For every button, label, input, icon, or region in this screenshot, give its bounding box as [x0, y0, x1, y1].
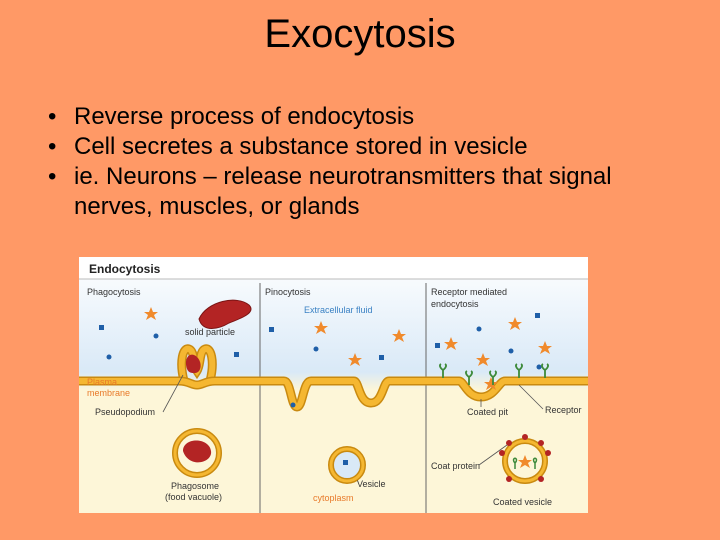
pseudopodium-pointer	[162, 374, 184, 413]
cytoplasm-label: cytoplasm	[313, 493, 354, 503]
coat-protein	[538, 440, 544, 446]
molecule-star	[348, 353, 362, 366]
molecule-dot	[476, 326, 482, 332]
molecule-square	[535, 313, 540, 318]
coat-protein-pointer	[478, 444, 508, 466]
phagosome-label-line1: Phagosome	[171, 481, 219, 491]
receptor	[465, 370, 473, 385]
molecule-square	[343, 460, 348, 465]
header-band	[79, 257, 588, 279]
bullet-text: Cell secretes a substance stored in vesi…	[74, 133, 528, 160]
section-title-receptor-line2: endocytosis	[431, 299, 479, 309]
molecule-star	[392, 329, 406, 342]
coat-protein	[545, 450, 551, 456]
coat-protein	[499, 450, 505, 456]
vesicle-inner-ring	[329, 447, 365, 483]
coated-vesicle-inner-ring	[503, 439, 547, 483]
molecule-square	[269, 327, 274, 332]
coat-protein-label: Coat protein	[431, 461, 480, 471]
section-title-phagocytosis: Phagocytosis	[87, 287, 141, 297]
molecule-star	[508, 317, 522, 330]
phagosome-particle	[183, 440, 212, 463]
molecule-star	[444, 337, 458, 350]
receptor	[541, 363, 549, 378]
receptor	[515, 363, 523, 378]
vesicle-label: Vesicle	[357, 479, 386, 489]
bullet-list: • Reverse process of endocytosis • Cell …	[48, 102, 688, 222]
molecule-square	[435, 343, 440, 348]
molecule-square	[99, 325, 104, 330]
molecule-star	[144, 307, 158, 320]
bullet-marker: •	[48, 163, 57, 190]
solid-particle-label: solid particle	[185, 327, 235, 337]
molecule-star	[476, 353, 490, 366]
receptor-pointer	[518, 384, 544, 410]
endocytosis-diagram-svg: Endocytosis Phagocytosis Pinocytosis Rec…	[79, 257, 588, 513]
phagosome-inner-ring	[173, 429, 221, 477]
bullet-text: Reverse process of endocytosis	[74, 103, 415, 130]
molecule-square	[234, 352, 239, 357]
bullet-marker: •	[48, 133, 57, 160]
receptor	[489, 370, 497, 385]
receptor-label: Receptor	[545, 405, 582, 415]
coat-protein	[522, 434, 528, 440]
section-title-pinocytosis: Pinocytosis	[265, 287, 311, 297]
coated-vesicle-label: Coated vesicle	[493, 497, 552, 507]
molecule-dot	[536, 364, 542, 370]
coat-protein	[538, 476, 544, 482]
molecule-dot	[153, 333, 159, 339]
endocytosis-diagram: Endocytosis Phagocytosis Pinocytosis Rec…	[79, 257, 588, 513]
receptor	[532, 457, 538, 469]
section-title-receptor-line1: Receptor mediated	[431, 287, 507, 297]
extracellular-fluid-label: Extracellular fluid	[304, 305, 373, 315]
plasma-membrane-label-line2: membrane	[87, 388, 130, 398]
coat-protein	[506, 440, 512, 446]
molecule-star	[518, 455, 532, 468]
bullet-item: • ie. Neurons – release neurotransmitter…	[48, 162, 688, 222]
molecule-dot	[508, 348, 514, 354]
plasma-membrane-label-line1: Plasma	[87, 377, 117, 387]
coated-pit-label: Coated pit	[467, 407, 509, 417]
diagram-heading: Endocytosis	[89, 262, 161, 276]
plasma-membrane	[79, 378, 588, 411]
coat-protein	[506, 476, 512, 482]
molecule-square	[379, 355, 384, 360]
pseudopodium-label: Pseudopodium	[95, 407, 155, 417]
molecule-star	[538, 341, 552, 354]
molecule-dot	[313, 346, 319, 352]
molecule-star	[484, 377, 498, 390]
bullet-text: ie. Neurons – release neurotransmitters …	[74, 163, 612, 220]
bullet-item: • Reverse process of endocytosis	[48, 102, 688, 132]
receptor	[512, 457, 518, 469]
bullet-marker: •	[48, 103, 57, 130]
slide-title: Exocytosis	[264, 12, 456, 56]
phagosome-label-line2: (food vacuole)	[165, 492, 222, 502]
molecule-star	[314, 321, 328, 334]
bullet-item: • Cell secretes a substance stored in ve…	[48, 132, 688, 162]
receptor	[439, 363, 447, 378]
molecule-dot	[106, 354, 112, 360]
engulfed-particle	[185, 354, 201, 373]
solid-particle	[198, 299, 252, 329]
molecule-dot	[290, 402, 296, 408]
